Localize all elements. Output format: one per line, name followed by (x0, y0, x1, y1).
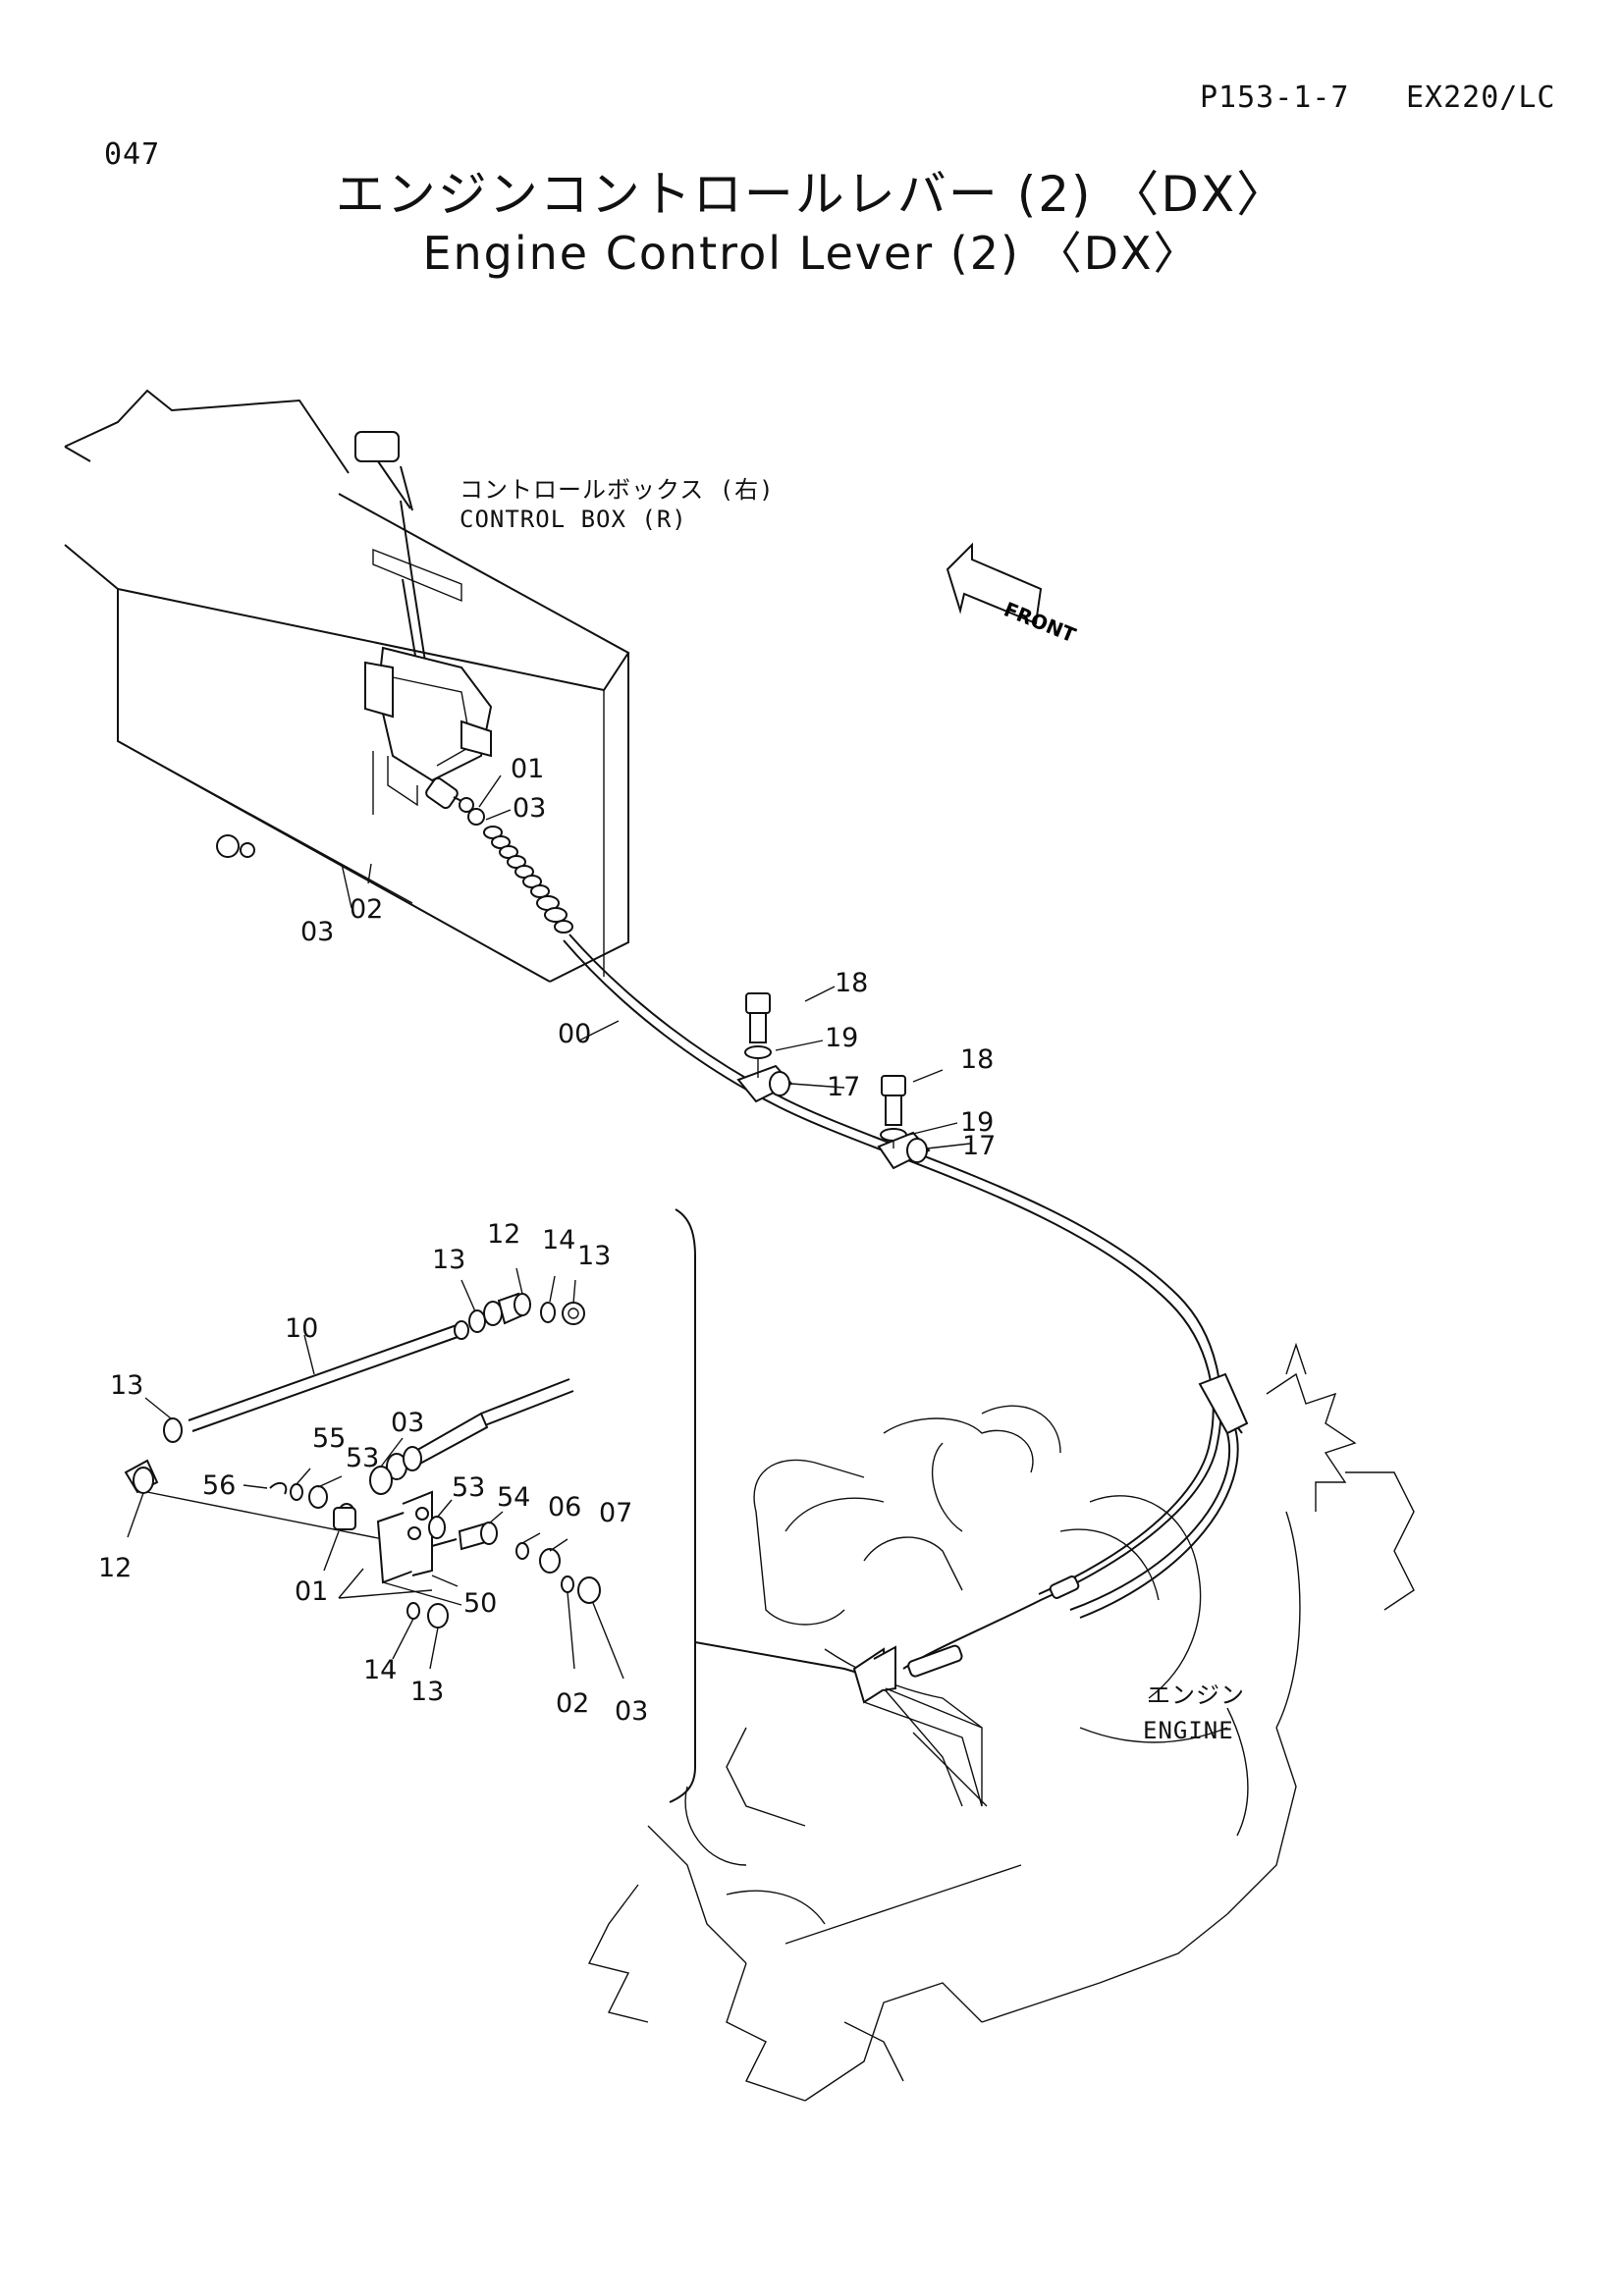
control-box-label-jp: コントロールボックス (右) (460, 476, 775, 504)
callout-54: 54 (497, 1482, 530, 1513)
callout-03: 03 (513, 793, 546, 824)
callout-18: 18 (960, 1044, 994, 1075)
callout-13: 13 (110, 1370, 143, 1401)
engine-drawing (587, 1342, 1415, 2102)
callout-03: 03 (391, 1408, 424, 1438)
callout-55: 55 (312, 1423, 346, 1454)
callout-19: 19 (825, 1023, 858, 1053)
page-reference: P153-1-7 (1200, 80, 1350, 115)
cable-clamps (736, 992, 931, 1170)
control-cable (216, 776, 1249, 1678)
model-number: EX220/LC (1406, 80, 1556, 115)
page-number: 047 (104, 137, 161, 172)
part-callouts: 01 03 03 02 00 18 19 17 18 19 17 12 14 1… (98, 754, 996, 1727)
callout-00: 00 (558, 1019, 591, 1049)
callout-13: 13 (432, 1245, 465, 1275)
detail-bracket (669, 1208, 696, 1803)
control-box-label-en: CONTROL BOX (R) (460, 506, 687, 533)
callout-19: 19 (960, 1107, 994, 1138)
engine-label-jp: エンジン (1147, 1682, 1245, 1709)
cable-boot (483, 826, 573, 934)
callout-06: 06 (548, 1492, 581, 1522)
callout-02: 02 (350, 894, 383, 925)
callout-01: 01 (295, 1576, 328, 1607)
callout-10: 10 (285, 1313, 318, 1344)
front-arrow-icon: FRONT (946, 542, 1079, 647)
callout-07: 07 (599, 1498, 632, 1528)
title-english: Engine Control Lever (2) 〈DX〉 (422, 227, 1201, 280)
title-japanese: エンジンコントロールレバー (2) 〈DX〉 (335, 166, 1288, 223)
callout-01: 01 (511, 754, 544, 784)
callout-12: 12 (98, 1553, 132, 1583)
front-label: FRONT (1001, 597, 1079, 647)
callout-13: 13 (577, 1241, 611, 1271)
callout-02: 02 (556, 1688, 589, 1719)
callout-14: 14 (542, 1225, 575, 1255)
callout-03: 03 (615, 1696, 648, 1727)
callout-53: 53 (452, 1472, 485, 1503)
callout-18: 18 (835, 968, 868, 998)
callout-53: 53 (346, 1443, 379, 1473)
callout-17: 17 (962, 1131, 996, 1161)
callout-14: 14 (363, 1655, 397, 1685)
control-box-drawing (64, 389, 630, 983)
linkage-detail (124, 1292, 601, 1629)
engine-label-en: ENGINE (1143, 1717, 1234, 1744)
callout-13: 13 (410, 1677, 444, 1707)
leader-lines (127, 774, 971, 1680)
callout-56: 56 (202, 1470, 236, 1501)
callout-50: 50 (463, 1588, 497, 1619)
callout-17: 17 (827, 1072, 860, 1102)
callout-03: 03 (300, 917, 334, 947)
callout-12: 12 (487, 1219, 520, 1250)
